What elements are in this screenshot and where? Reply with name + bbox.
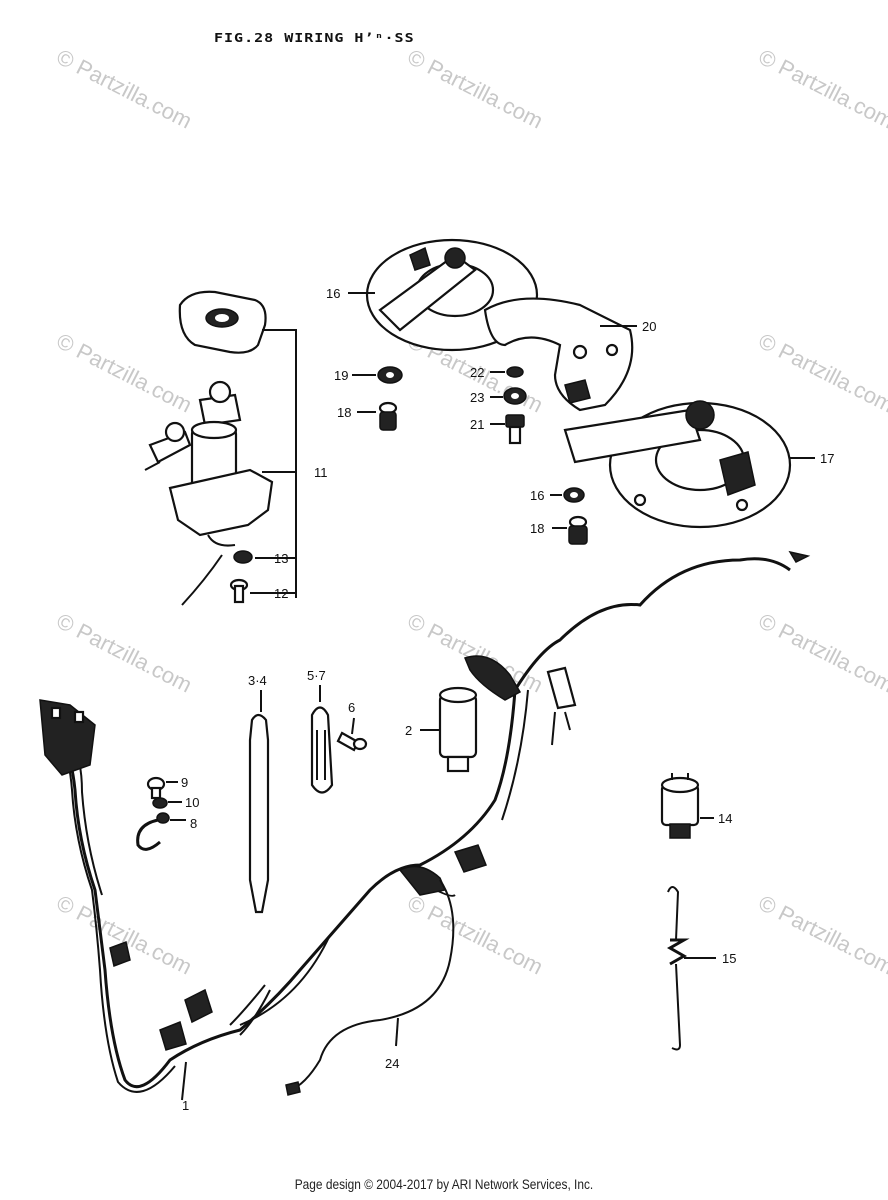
callout-12: 12 [274, 586, 288, 601]
callout-15: 15 [722, 951, 736, 966]
wire-clamp [310, 685, 334, 794]
callout-18-upper: 18 [337, 405, 351, 420]
callout-21: 21 [470, 417, 484, 432]
page-footer: Page design © 2004-2017 by ARI Network S… [294, 1176, 594, 1192]
callout-1: 1 [182, 1098, 189, 1113]
callout-2: 2 [405, 723, 412, 738]
callout-8: 8 [190, 816, 197, 831]
washer-10 [152, 797, 168, 809]
group-bracket [262, 329, 297, 598]
horn-bracket [483, 297, 634, 412]
callout-5-7: 5·7 [307, 668, 326, 683]
callout-24: 24 [385, 1056, 399, 1071]
wiring-harness-main [39, 557, 791, 1101]
callout-23: 23 [470, 390, 484, 405]
washer-19 [377, 366, 403, 384]
callout-10: 10 [185, 795, 199, 810]
bolt-18-lower [568, 515, 588, 545]
arrow-icon [788, 550, 811, 563]
washer-22 [506, 366, 524, 378]
callout-6: 6 [348, 700, 355, 715]
callout-17: 17 [820, 451, 834, 466]
callout-13: 13 [274, 551, 288, 566]
callout-16-upper: 16 [326, 286, 340, 301]
sub-harness-24 [285, 879, 455, 1096]
callout-18-lower: 18 [530, 521, 544, 536]
spring-15 [666, 886, 716, 1051]
callout-16-lower: 16 [530, 488, 544, 503]
hook-8 [136, 818, 161, 851]
screw-9 [146, 776, 166, 800]
washer-13 [233, 550, 253, 564]
callout-19: 19 [334, 368, 348, 383]
washer-23 [503, 387, 527, 405]
callout-22: 22 [470, 365, 484, 380]
callout-14: 14 [718, 811, 732, 826]
horn-lower [563, 400, 792, 529]
brake-switch-14 [660, 773, 714, 839]
callout-11: 11 [314, 465, 328, 480]
screw-12 [229, 578, 249, 604]
screw-6 [336, 717, 368, 752]
bolt-18-upper [378, 401, 398, 431]
bolt-21 [505, 414, 525, 445]
ignition-cover [178, 290, 267, 354]
leaders-8-9-10 [166, 781, 186, 821]
callout-9: 9 [181, 775, 188, 790]
callout-3-4: 3·4 [248, 673, 267, 688]
cable-strap-long [248, 690, 270, 914]
callout-20: 20 [642, 319, 656, 334]
figure-title: FIG.28 WIRING Hʼⁿ·SS [214, 30, 415, 46]
nut-8 [156, 812, 170, 824]
ignition-switch [144, 380, 274, 606]
washer-16-lower [563, 487, 585, 503]
relay-2 [420, 686, 478, 773]
